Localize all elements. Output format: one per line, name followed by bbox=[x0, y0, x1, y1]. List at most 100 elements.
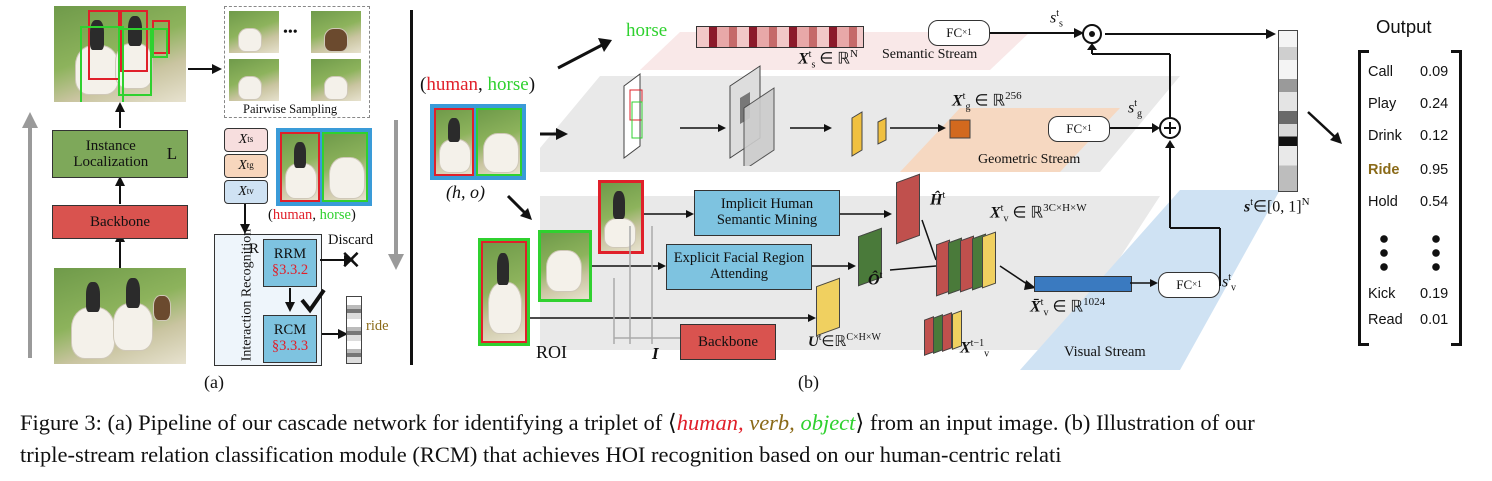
xv-bar-to-fc bbox=[1130, 279, 1158, 287]
output-name: Call bbox=[1368, 64, 1393, 80]
u-feature bbox=[816, 277, 840, 337]
pair-human-a: human bbox=[272, 207, 313, 223]
pair-image-b bbox=[430, 104, 526, 180]
pair-horse-b: horse bbox=[487, 74, 529, 95]
o-hat: Ô bbox=[868, 271, 880, 289]
st-s: s bbox=[1244, 198, 1251, 216]
visual-stream-label: Visual Stream bbox=[1064, 344, 1146, 360]
sv-s: s bbox=[1222, 273, 1229, 291]
flow-up-arrow bbox=[22, 112, 38, 358]
output-name: Hold bbox=[1368, 194, 1398, 210]
caption-text-b: ⟩ from an input image. (b) Illustration … bbox=[855, 410, 1255, 435]
panel-b-label: (b) bbox=[798, 372, 819, 392]
rrm-ref: §3.3.2 bbox=[271, 262, 309, 278]
geometric-maps bbox=[623, 65, 971, 166]
instance-localization-box: Instance Localization L bbox=[52, 130, 188, 178]
localization-L: L bbox=[166, 143, 178, 163]
rcm-ref: §3.3.3 bbox=[271, 338, 309, 354]
discard-label: Discard bbox=[328, 232, 374, 248]
rcm-label: RCM bbox=[273, 322, 307, 339]
xv-prev-sup: t−1 bbox=[970, 338, 985, 349]
h-hat-feature bbox=[896, 173, 920, 245]
human-crop bbox=[598, 180, 644, 254]
backbone-box-b: Backbone bbox=[680, 324, 776, 360]
fusion-lines bbox=[990, 24, 1276, 286]
geometric-stream-label: Geometric Stream bbox=[978, 152, 1081, 167]
output-value: 0.09 bbox=[1420, 64, 1449, 80]
caption-text-line2: triple-stream relation classification mo… bbox=[20, 442, 1062, 467]
fc-visual-label: FC bbox=[1176, 276, 1193, 292]
fc-semantic: FC×1 bbox=[928, 20, 990, 46]
fc-visual-sub: ×1 bbox=[1192, 279, 1202, 290]
h-o-label: (h, o) bbox=[446, 182, 485, 202]
semantic-embedding bbox=[696, 26, 864, 48]
caption-object: object bbox=[800, 410, 856, 435]
fc-geometric-label: FC bbox=[1066, 120, 1083, 136]
discard-x-icon: ✕ bbox=[340, 246, 362, 276]
panel-divider bbox=[410, 10, 413, 365]
recognition-arrows bbox=[285, 255, 354, 339]
arrow-to-horse bbox=[557, 38, 612, 70]
implicit-mining-box: Implicit Human Semantic Mining bbox=[694, 190, 840, 236]
interaction-recognition-box: Interaction Recognition R RRM §3.3.2 RCM… bbox=[214, 229, 322, 366]
ride-label-a: ride bbox=[366, 318, 389, 334]
xs-symbol: X bbox=[238, 132, 248, 148]
xv-concat-feature bbox=[936, 231, 996, 298]
st-range-label: st∈[0, 1]N bbox=[1244, 196, 1310, 216]
u-dim-sup: C×H×W bbox=[846, 332, 881, 343]
pair-arrows bbox=[506, 128, 568, 220]
output-ellipsis bbox=[1432, 232, 1440, 276]
caption-text-a: Figure 3: (a) Pipeline of our cascade ne… bbox=[20, 410, 677, 435]
arrow-to-sampling bbox=[188, 64, 222, 74]
horse-word: horse bbox=[626, 20, 668, 41]
horse-crop bbox=[538, 230, 592, 302]
sampled-pair-frame bbox=[276, 128, 372, 206]
pipeline-connectors bbox=[115, 102, 125, 268]
sg-label: stg bbox=[1128, 98, 1143, 120]
fc-semantic-sub: ×1 bbox=[962, 27, 972, 38]
output-name: Drink bbox=[1368, 128, 1402, 144]
output-name: Play bbox=[1368, 96, 1397, 112]
rcm-box: RCM §3.3.3 bbox=[263, 315, 317, 363]
xg-dim: ∈ ℝ bbox=[974, 92, 1006, 110]
u-dim-label: Ut∈ℝC×H×W bbox=[808, 332, 881, 350]
xv-sub: v bbox=[249, 186, 254, 197]
u-dim: ∈ℝ bbox=[821, 334, 847, 350]
xs-sup: t bbox=[247, 134, 250, 145]
output-name: Kick bbox=[1368, 286, 1396, 302]
visual-connectors bbox=[530, 210, 1036, 344]
xv-dim: ∈ ℝ bbox=[1012, 204, 1044, 222]
instance-localization-label: Instance Localization bbox=[73, 137, 149, 171]
pair-label-a: (human, horse) bbox=[268, 207, 356, 223]
xvbar-dim-sup: 1024 bbox=[1083, 296, 1106, 308]
pair-human-b: human bbox=[426, 74, 479, 95]
output-title: Output bbox=[1376, 16, 1432, 37]
xv-prev-label: Xt−1v bbox=[960, 338, 990, 360]
xg-dim-sup: 256 bbox=[1005, 90, 1022, 102]
h-hat: Ĥ bbox=[930, 191, 943, 209]
pair-horse-a: horse bbox=[319, 207, 351, 223]
xvbar-dim: ∈ ℝ bbox=[1052, 298, 1084, 316]
rrm-box: RRM §3.3.2 bbox=[263, 239, 317, 287]
xg-sup: t bbox=[246, 160, 250, 171]
caption-human: human, bbox=[676, 410, 744, 435]
explicit-attending-label: Explicit Facial Region Attending bbox=[673, 250, 805, 282]
xs-dim-sup: N bbox=[849, 48, 858, 60]
o-hat-label: Ôt bbox=[868, 270, 883, 289]
sg-s: s bbox=[1128, 99, 1135, 117]
implicit-mining-label: Implicit Human Semantic Mining bbox=[716, 196, 818, 228]
xs-dim-label: Xts ∈ ℝN bbox=[798, 48, 858, 71]
ss-s: s bbox=[1050, 9, 1057, 27]
fc-visual: FC×1 bbox=[1158, 272, 1220, 298]
output-value: 0.95 bbox=[1420, 162, 1449, 178]
caption-verb: verb, bbox=[749, 410, 795, 435]
xs-dim: ∈ ℝ bbox=[819, 50, 850, 68]
flow-down-arrow bbox=[388, 120, 404, 270]
pair-label-b: (human, horse) bbox=[420, 74, 536, 95]
xg-symbol: X bbox=[238, 158, 247, 174]
backbone-label-b: Backbone bbox=[698, 333, 758, 350]
